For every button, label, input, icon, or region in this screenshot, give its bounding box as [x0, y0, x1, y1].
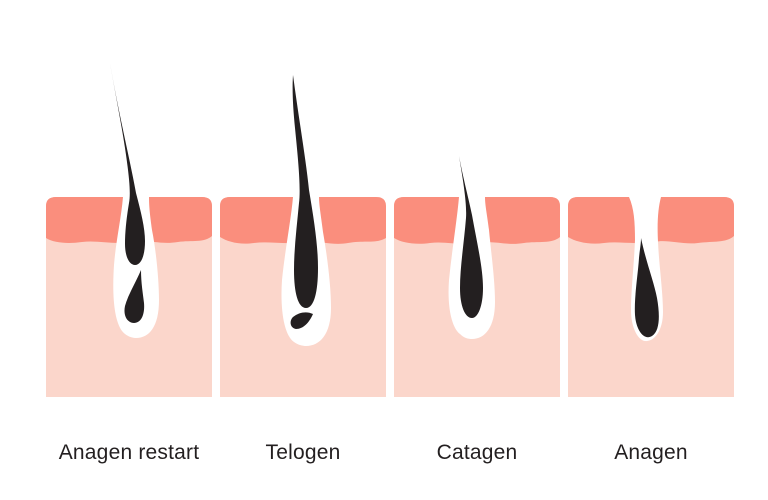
stage-label-telogen: Telogen	[265, 441, 341, 464]
hair-shaft	[459, 156, 483, 318]
stage-panel-telogen	[220, 75, 386, 397]
stage-panel-anagen-restart	[46, 63, 212, 397]
dermal-papilla	[290, 312, 313, 329]
stage-label-anagen: Anagen	[614, 441, 688, 464]
hair-shaft	[110, 63, 145, 265]
follicle-pocket	[113, 197, 159, 338]
stage-label-anagen-restart: Anagen restart	[58, 441, 200, 464]
club-hair	[292, 75, 318, 308]
stage-panel-anagen	[568, 197, 734, 397]
new-hair-shaft	[634, 238, 659, 338]
stage-label-catagen: Catagen	[436, 441, 518, 464]
stage-panel-catagen	[394, 156, 560, 397]
new-hair-bulb	[124, 270, 145, 323]
